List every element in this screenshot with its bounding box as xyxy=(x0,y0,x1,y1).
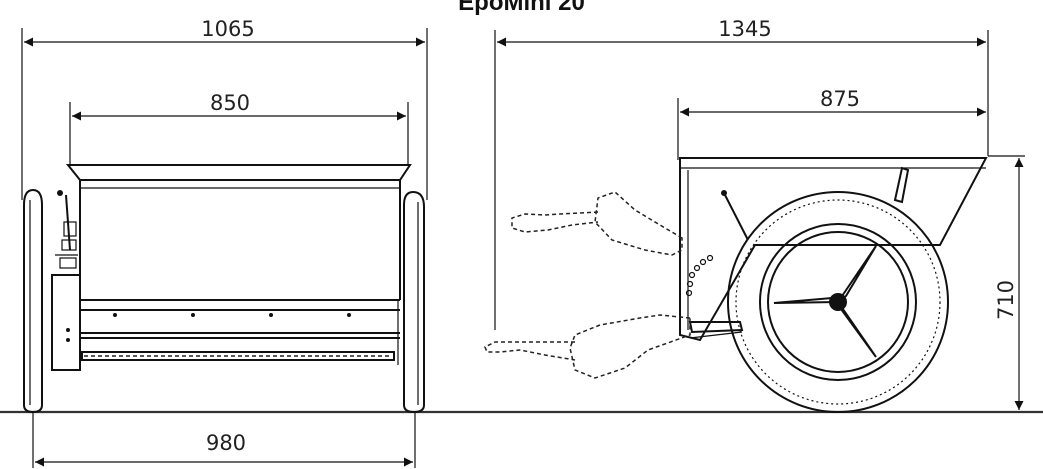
dim-label-overall-length: 1345 xyxy=(718,17,771,41)
left-wheel xyxy=(23,188,43,414)
dim-label-track-width: 980 xyxy=(206,431,246,455)
wheel-spokes xyxy=(773,245,877,358)
dim-label-overall-width: 1065 xyxy=(201,17,254,41)
side-wheel-rim xyxy=(759,223,917,381)
dim-label-hopper-width: 850 xyxy=(210,91,250,115)
front-view: 1065 850 980 xyxy=(21,17,428,468)
drawbar-lower-position xyxy=(484,314,691,379)
gear-housing xyxy=(51,274,81,371)
dim-label-height: 710 xyxy=(994,280,1018,320)
side-view: 1345 875 710 xyxy=(484,17,1025,413)
diagram-title: EpoMini 20 xyxy=(458,0,585,16)
right-wheel xyxy=(403,190,425,414)
hopper-side xyxy=(679,157,988,342)
dim-label-hopper-length: 875 xyxy=(820,87,860,111)
side-wheel-tire xyxy=(727,191,949,413)
hopper-front xyxy=(65,164,412,181)
drawbar-upper-position xyxy=(511,191,683,256)
